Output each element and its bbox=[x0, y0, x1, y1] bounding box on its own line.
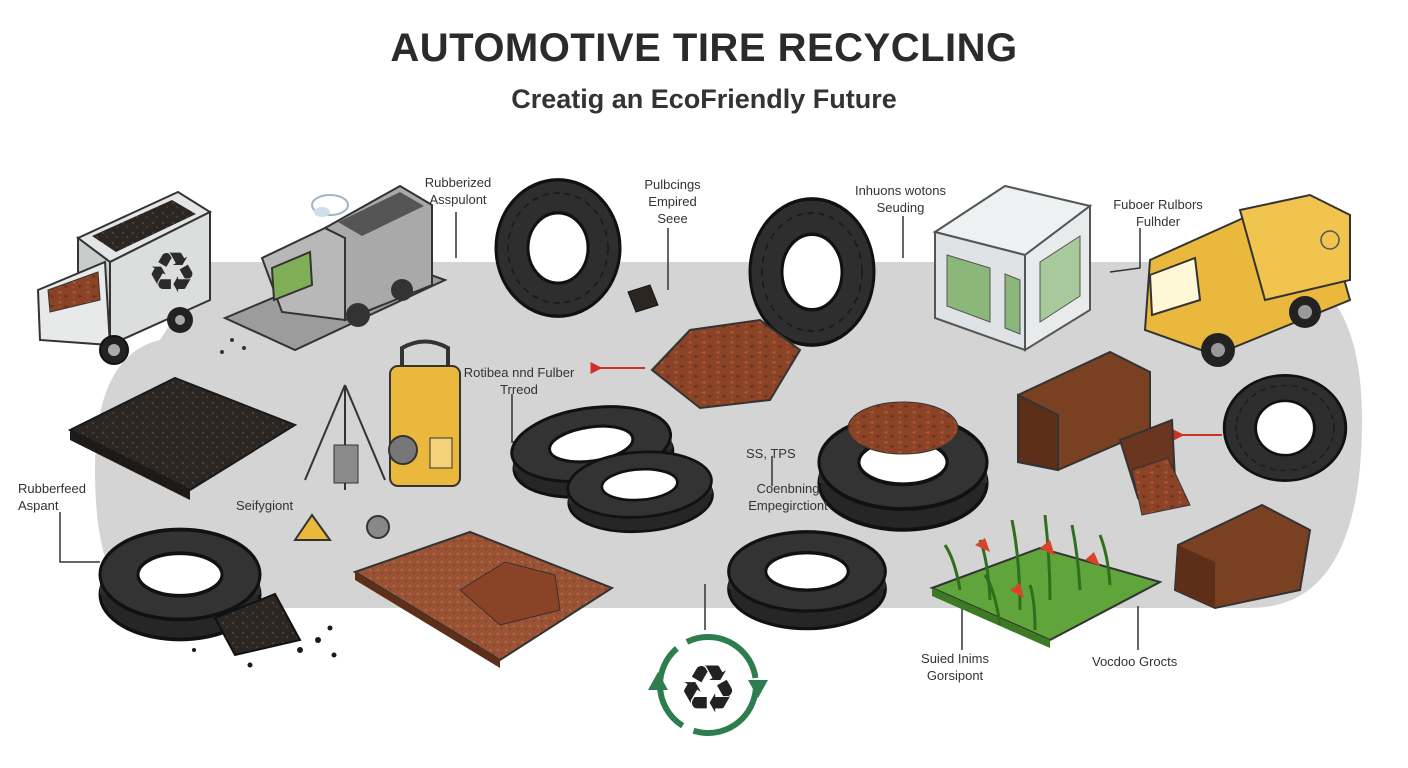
rubber-mulch-pile bbox=[650, 318, 802, 410]
recycling-truck-icon: ♻ bbox=[36, 190, 213, 365]
svg-text:♻: ♻ bbox=[678, 651, 737, 728]
tire-icon bbox=[494, 178, 622, 318]
page-subtitle: Creatig an EcoFriendly Future bbox=[511, 84, 897, 114]
shredder-icon bbox=[220, 184, 448, 354]
building-icon bbox=[932, 184, 1093, 352]
leader-lines bbox=[59, 212, 1141, 650]
plant-icon bbox=[929, 514, 1163, 648]
dump-truck-icon bbox=[1143, 193, 1352, 367]
page-title: AUTOMOTIVE TIRE RECYCLING bbox=[390, 26, 1018, 70]
tire-icon bbox=[726, 530, 888, 631]
tire-icon bbox=[748, 197, 876, 347]
label-ss-tps: SS, TPS bbox=[746, 446, 796, 461]
tire-icon bbox=[1222, 373, 1348, 483]
rubber-block-icon bbox=[1017, 350, 1191, 516]
label-voodoo: Vocdoo Grocts bbox=[1092, 654, 1178, 669]
label-seifygiont: Seifygiont bbox=[236, 498, 294, 513]
svg-text:♻: ♻ bbox=[147, 241, 197, 306]
recycle-icon: ♻ bbox=[648, 634, 768, 736]
extraction-equipment-icon bbox=[293, 339, 461, 541]
rubber-block-icon bbox=[1173, 503, 1312, 610]
